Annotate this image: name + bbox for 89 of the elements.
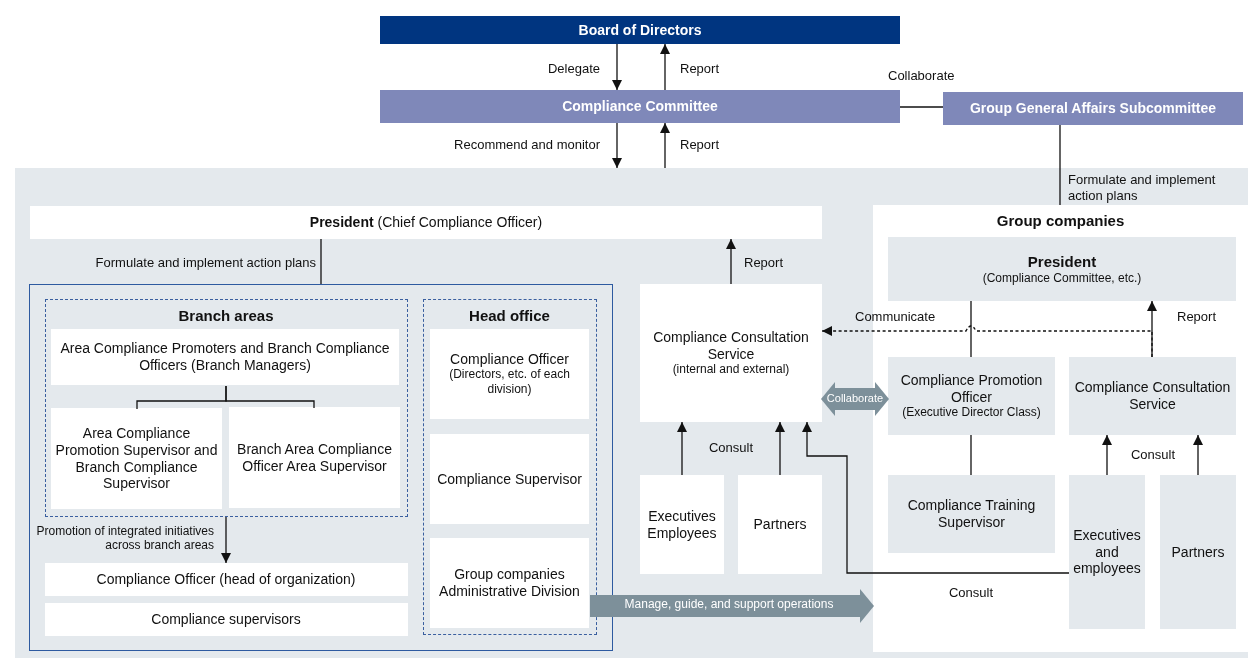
- division-frame: [29, 284, 613, 651]
- box-label: Area Compliance Promotion Supervisor and Branch Compliance Supervisor: [55, 424, 218, 493]
- arrow: [1147, 300, 1157, 358]
- arrow: [660, 122, 670, 169]
- org-box: [888, 237, 1236, 301]
- org-box: [30, 206, 822, 239]
- committee-box: [380, 90, 900, 123]
- connector-line: [320, 238, 322, 285]
- org-box: [229, 407, 400, 508]
- dashed-group-frame: [44, 298, 408, 517]
- org-box: [738, 475, 822, 574]
- edge-label: Collaborate: [825, 392, 885, 406]
- box-label: Compliance Committee: [562, 98, 718, 115]
- box-label: Compliance Consultation Service: [1073, 379, 1232, 413]
- connector-line: [899, 106, 944, 108]
- edge-label: Consult: [1129, 447, 1177, 463]
- box-sublabel: (Executive Director Class): [902, 405, 1041, 421]
- org-box: [44, 602, 408, 636]
- org-box: [888, 357, 1055, 435]
- box-label: Partners: [1171, 543, 1225, 561]
- edge-label: Collaborate: [888, 68, 956, 84]
- org-box: [1069, 357, 1236, 435]
- org-box: [430, 329, 589, 419]
- connector-line: [970, 300, 972, 358]
- box-label: President: [1027, 252, 1097, 271]
- box-label: President (Chief Compliance Officer): [309, 214, 543, 231]
- org-box: [51, 329, 399, 385]
- arrow: [726, 238, 736, 285]
- box-label: Partners: [753, 516, 807, 533]
- arrow: [221, 516, 231, 564]
- edge-label: Formulate and implement action plans: [94, 255, 316, 271]
- box-label: Compliance Officer (head of organization): [96, 570, 356, 588]
- arrow: [677, 421, 687, 476]
- arrow: [660, 43, 670, 91]
- edge-label: Recommend and monitor: [453, 137, 600, 153]
- box-label: Group General Affairs Subcommittee: [969, 100, 1217, 117]
- org-box: [44, 562, 408, 596]
- block-arrow: [590, 589, 874, 623]
- edge-label: Formulate and implement action plans: [1068, 172, 1217, 204]
- box-label: Board of Directors: [578, 21, 702, 39]
- box-sublabel: (internal and external): [672, 362, 790, 378]
- org-box: [640, 475, 724, 574]
- box-label: Compliance Training Supervisor: [906, 497, 1037, 531]
- box-sublabel: (Compliance Committee, etc.): [982, 270, 1142, 286]
- edge-label: Consult: [947, 585, 995, 601]
- edge-label: Consult: [707, 440, 755, 456]
- group-heading: Branch areas: [177, 306, 275, 324]
- box-sublabel: (Directors, etc. of each division): [448, 367, 571, 398]
- box-label: Compliance Officer: [450, 350, 569, 368]
- box-label: Branch Area Compliance Officer Area Supervisor: [236, 440, 393, 475]
- box-label: Compliance Promotion Officer: [899, 371, 1044, 406]
- box-label: Executives Employees: [646, 507, 718, 542]
- committee-box: [943, 92, 1243, 125]
- arrow: [1193, 434, 1203, 476]
- org-box: [888, 475, 1055, 553]
- box-label: Compliance Supervisor: [437, 470, 582, 488]
- connector-line: [1059, 124, 1061, 206]
- box-label: Compliance Consultation Service: [652, 328, 810, 363]
- board-box: [380, 16, 900, 44]
- edge-label: Communicate: [855, 309, 937, 325]
- arrow: [612, 122, 622, 169]
- group-heading: Head office: [468, 306, 551, 324]
- org-box: [430, 538, 589, 628]
- arrow: [1102, 434, 1112, 476]
- org-box: [1160, 475, 1236, 629]
- dashed-group-frame: [422, 298, 597, 635]
- org-box: [430, 434, 589, 524]
- arrow: [775, 421, 785, 476]
- block-arrow: [821, 382, 889, 416]
- box-label: Executives and employees: [1073, 526, 1141, 578]
- edge-label: Delegate: [546, 61, 600, 77]
- edge-label: Report: [680, 61, 721, 77]
- arrow: [612, 43, 622, 91]
- org-box: [640, 284, 822, 422]
- box-label: Group companies Administrative Division: [438, 566, 581, 600]
- org-box: [1069, 475, 1145, 629]
- box-label: Compliance supervisors: [151, 610, 301, 628]
- connector-line: [225, 385, 315, 409]
- arrow: [802, 421, 1070, 574]
- edge-label: Report: [744, 255, 785, 271]
- connector-line: [970, 434, 972, 476]
- edge-label: Report: [1177, 309, 1218, 325]
- edge-label: Promotion of integrated initiatives across branch areas: [35, 524, 214, 553]
- company-area-background: [15, 168, 1248, 658]
- edge-label: Manage, guide, and support operations: [623, 597, 835, 612]
- box-label: Area Compliance Promoters and Branch Compliance Officers (Branch Managers): [59, 340, 391, 374]
- group-heading: Group companies: [995, 212, 1126, 229]
- org-box: [51, 408, 222, 509]
- edge-label: Report: [680, 137, 721, 153]
